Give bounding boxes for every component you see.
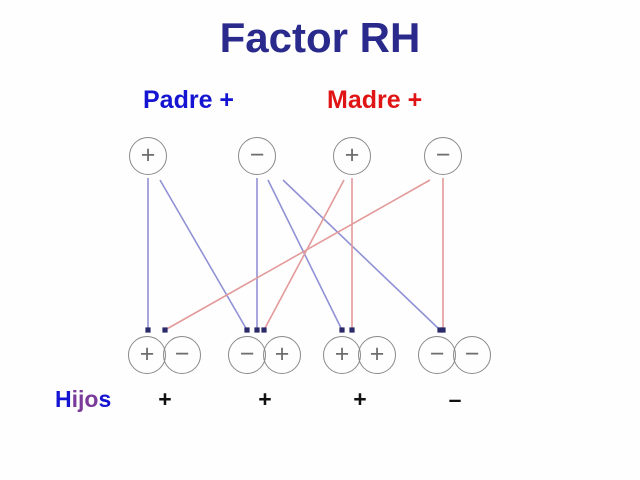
- child-1-left: +: [128, 336, 166, 374]
- father-label: Padre +: [143, 86, 235, 114]
- mother-label: Madre +: [327, 86, 423, 114]
- child-3-result: +: [353, 386, 367, 412]
- edge-father-allele-1-to-child-2-left: [159, 179, 248, 331]
- children-label-text-end: s: [98, 386, 112, 412]
- children-label: Hijos: [55, 386, 111, 413]
- allele-symbol: −: [464, 339, 480, 368]
- allele-symbol: +: [344, 140, 360, 169]
- father-allele-1: +: [129, 137, 167, 175]
- allele-symbol: +: [274, 339, 290, 368]
- child-1-result: +: [158, 386, 172, 412]
- mother-allele-1: +: [333, 137, 371, 175]
- allele-symbol: +: [334, 339, 350, 368]
- child-2-result: +: [258, 386, 272, 412]
- father-allele-2: −: [238, 137, 276, 175]
- children-label-text-tinted: ijo: [71, 386, 99, 412]
- arrowhead-child-2-right: [261, 327, 267, 333]
- edge-mother-allele-1-to-child-2-right: [263, 179, 345, 331]
- child-4-left: −: [418, 336, 456, 374]
- arrowhead-child-3-right: [349, 327, 355, 333]
- page-title: Factor RH: [219, 14, 421, 61]
- mother-allele-2: −: [424, 137, 462, 175]
- allele-symbol: −: [249, 140, 265, 169]
- arrowhead-child-1-right: [162, 327, 168, 333]
- child-2-right: +: [263, 336, 301, 374]
- allele-symbol: −: [435, 140, 451, 169]
- arrowhead-child-2-left: [254, 327, 260, 333]
- allele-symbol: −: [429, 339, 445, 368]
- child-2-left: −: [228, 336, 266, 374]
- allele-symbol: +: [139, 339, 155, 368]
- allele-symbol: −: [239, 339, 255, 368]
- child-3-left: +: [323, 336, 361, 374]
- edge-father-allele-2-to-child-4-left: [282, 179, 441, 331]
- edge-mother-allele-2-to-child-1-right: [164, 179, 431, 331]
- child-1-right: −: [163, 336, 201, 374]
- arrowhead-child-4-left: [437, 327, 443, 333]
- children-label-text: H: [55, 386, 72, 412]
- arrowhead-child-2-left: [244, 327, 250, 333]
- child-3-right: +: [358, 336, 396, 374]
- child-4-right: −: [453, 336, 491, 374]
- arrowhead-child-4-right: [440, 327, 446, 333]
- edge-father-allele-2-to-child-3-left: [267, 179, 343, 331]
- allele-symbol: +: [369, 339, 385, 368]
- arrowhead-child-1-left: [145, 327, 151, 333]
- arrowhead-child-3-left: [339, 327, 345, 333]
- allele-symbol: +: [140, 140, 156, 169]
- child-4-result: –: [448, 386, 462, 412]
- allele-symbol: −: [174, 339, 190, 368]
